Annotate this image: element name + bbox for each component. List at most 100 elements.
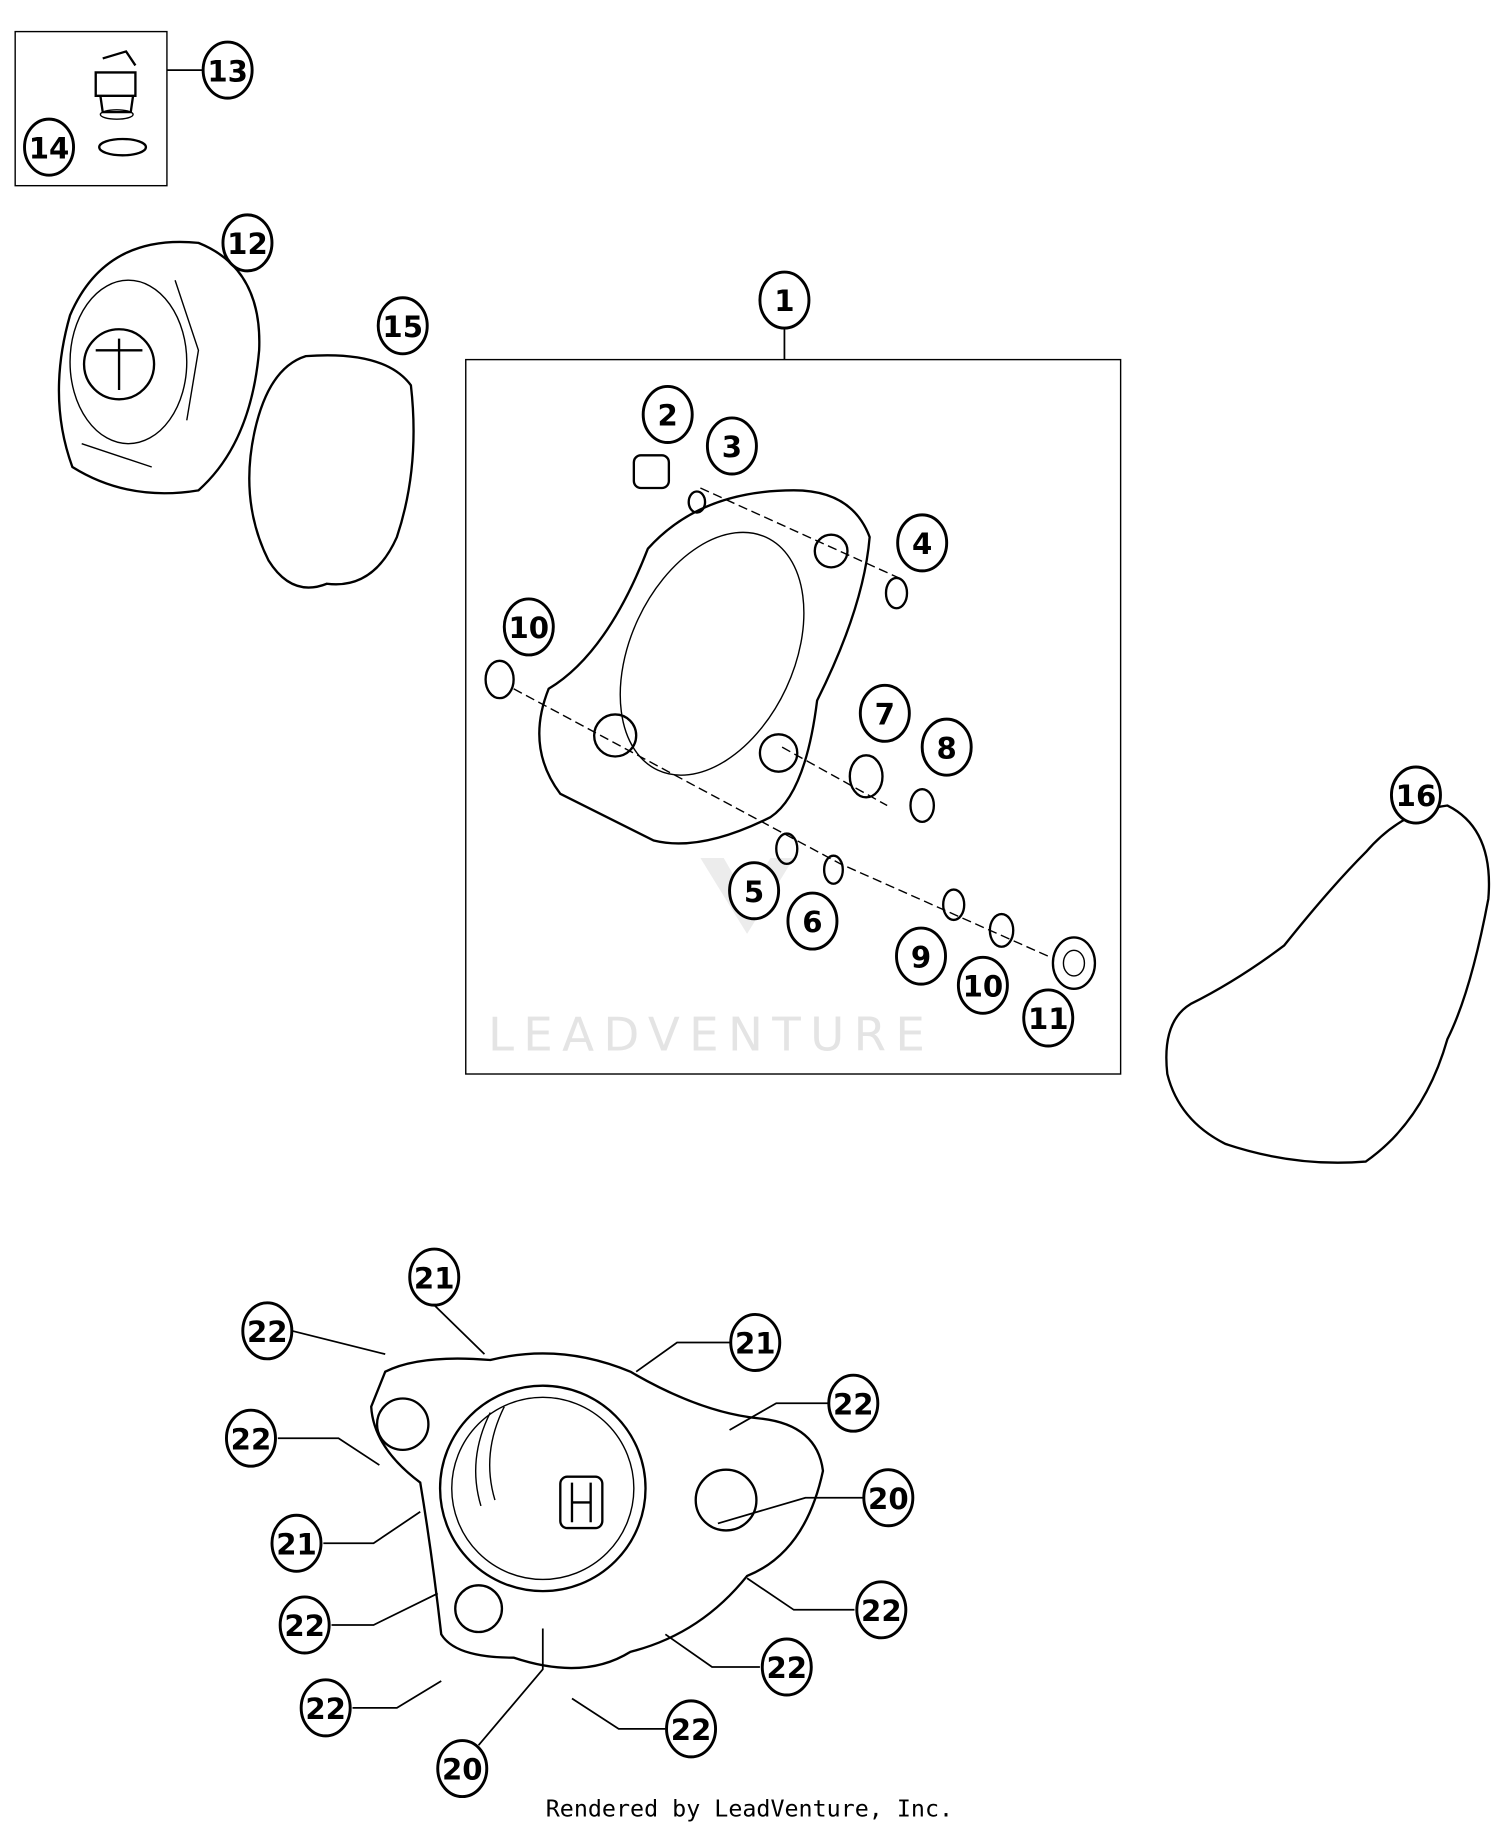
callout-number: 22	[766, 1651, 807, 1685]
callout-circle	[23, 117, 75, 177]
callout-number: 8	[937, 731, 957, 765]
callout-circle	[729, 1313, 782, 1372]
callout-circle	[376, 296, 429, 356]
callout-8[interactable]: 8	[920, 717, 973, 777]
callout-circle	[920, 717, 973, 777]
callout-number: 3	[722, 430, 742, 464]
callout-circle	[270, 1513, 323, 1573]
callout-16[interactable]: 16	[1389, 765, 1442, 825]
clutch-cover-gasket	[1165, 804, 1491, 1164]
callout-20[interactable]: 20	[862, 1468, 915, 1528]
callout-circle	[760, 1637, 813, 1697]
callout-number: 21	[414, 1261, 455, 1295]
callout-circle	[956, 955, 1009, 1015]
callout-circle	[641, 384, 694, 444]
inset-box	[14, 30, 168, 187]
callout-number: 2	[658, 399, 678, 433]
kit-parts	[484, 454, 1097, 990]
inner-clutch-cover	[538, 489, 871, 845]
callout-number: 16	[1396, 779, 1437, 813]
callout-9[interactable]: 9	[895, 926, 947, 986]
callout-number: 6	[802, 905, 822, 939]
callout-22[interactable]: 22	[855, 1580, 908, 1640]
callout-21[interactable]: 21	[729, 1313, 782, 1372]
callout-22[interactable]: 22	[225, 1408, 277, 1468]
callout-2[interactable]: 2	[641, 384, 694, 444]
callout-circle	[827, 1373, 880, 1433]
callout-circle	[1389, 765, 1442, 825]
o-ring	[98, 137, 148, 157]
callout-4[interactable]: 4	[896, 513, 949, 573]
callout-circle	[858, 683, 911, 743]
callout-circle	[862, 1468, 915, 1528]
callout-circle	[1022, 988, 1075, 1048]
callout-circle	[225, 1408, 277, 1468]
callout-number: 22	[305, 1692, 346, 1726]
callout-21[interactable]: 21	[270, 1513, 323, 1573]
callout-5[interactable]: 5	[728, 861, 781, 921]
callout-number: 22	[247, 1315, 288, 1349]
callout-22[interactable]: 22	[241, 1301, 294, 1361]
callout-number: 22	[231, 1422, 272, 1456]
callout-10[interactable]: 10	[502, 597, 555, 657]
callout-7[interactable]: 7	[858, 683, 911, 743]
callout-number: 22	[284, 1609, 325, 1643]
footer-credit: Rendered by LeadVenture, Inc.	[546, 1794, 953, 1822]
callout-circle	[758, 270, 811, 330]
callout-number: 21	[276, 1527, 317, 1561]
callout-number: 15	[382, 310, 423, 344]
callout-circle	[241, 1301, 294, 1361]
callout-1[interactable]: 1	[758, 270, 811, 330]
callout-6[interactable]: 6	[786, 891, 839, 951]
callout-circle	[728, 861, 781, 921]
callout-number: 10	[963, 969, 1004, 1003]
callout-number: 22	[833, 1387, 874, 1421]
callout-circle	[436, 1739, 489, 1799]
callout-circle	[408, 1247, 461, 1307]
outer-clutch-cover	[57, 240, 261, 495]
cover-gasket	[248, 354, 415, 589]
callout-22[interactable]: 22	[827, 1373, 880, 1433]
callout-circle	[221, 213, 274, 273]
callout-22[interactable]: 22	[760, 1637, 813, 1697]
callout-number: 5	[744, 875, 764, 909]
callout-10[interactable]: 10	[956, 955, 1009, 1015]
leader-lines	[166, 69, 863, 1746]
callout-15[interactable]: 15	[376, 296, 429, 356]
callout-number: 13	[207, 54, 248, 88]
callout-number: 9	[911, 940, 931, 974]
callout-14[interactable]: 14	[23, 117, 75, 177]
callout-3[interactable]: 3	[705, 416, 758, 476]
callout-number: 22	[861, 1594, 902, 1628]
callout-20[interactable]: 20	[436, 1739, 489, 1799]
callout-number: 22	[671, 1713, 712, 1747]
callout-number: 12	[227, 227, 268, 261]
callout-number: 10	[508, 611, 549, 645]
watermark: LEADVENTURE	[488, 858, 925, 1063]
callout-number: 20	[868, 1482, 909, 1516]
callout-circle	[895, 926, 947, 986]
clutch-cover-assembly	[370, 1352, 825, 1670]
callout-22[interactable]: 22	[665, 1699, 718, 1759]
callout-22[interactable]: 22	[278, 1595, 331, 1655]
callout-circle	[855, 1580, 908, 1640]
callout-number: 4	[912, 527, 932, 561]
callout-number: 14	[29, 131, 70, 165]
callout-number: 20	[442, 1753, 483, 1787]
callout-12[interactable]: 12	[221, 213, 274, 273]
callout-21[interactable]: 21	[408, 1247, 461, 1307]
callout-13[interactable]: 13	[201, 40, 254, 100]
callout-circle	[201, 40, 254, 100]
callout-number: 1	[774, 284, 794, 318]
kit-box	[465, 358, 1122, 1075]
callout-circle	[705, 416, 758, 476]
callout-11[interactable]: 11	[1022, 988, 1075, 1048]
callout-number: 21	[735, 1327, 776, 1361]
callout-circle	[786, 891, 839, 951]
callout-number: 11	[1028, 1002, 1069, 1036]
callout-22[interactable]: 22	[299, 1678, 352, 1738]
callout-number: 7	[875, 697, 895, 731]
